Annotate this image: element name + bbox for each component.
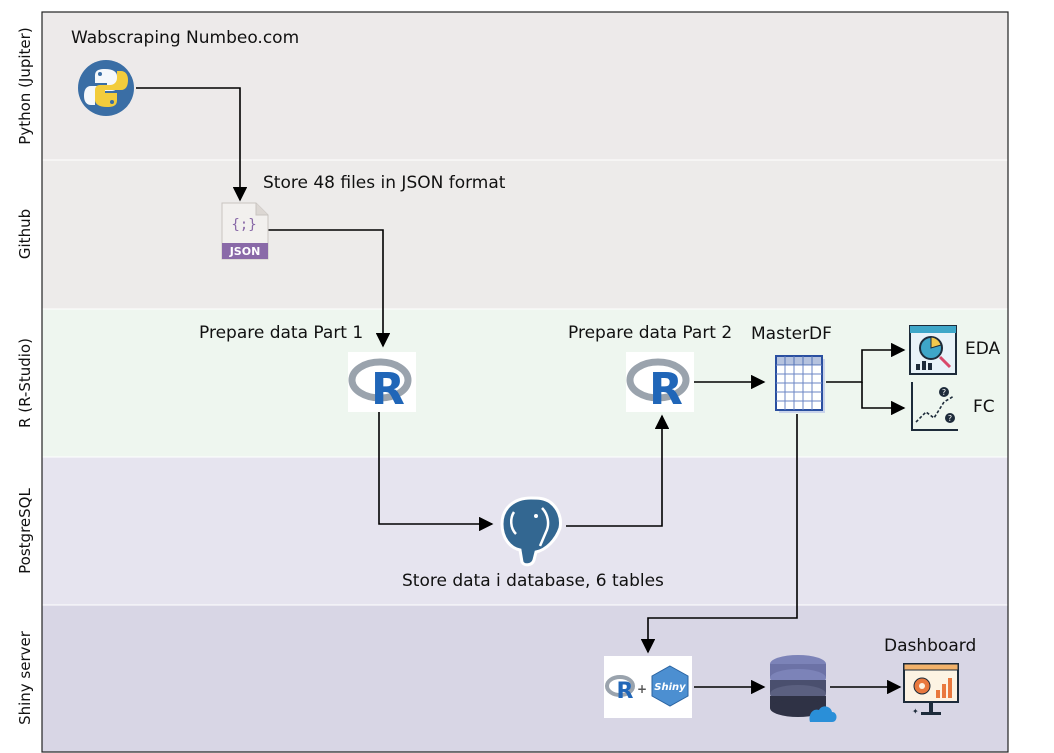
svg-text:R: R	[649, 364, 683, 415]
cloud-database-icon	[770, 655, 837, 722]
label-store-db: Store data i database, 6 tables	[402, 571, 664, 591]
json-braces: {;}	[231, 217, 256, 233]
json-file-icon: {;} JSON	[221, 202, 269, 260]
postgresql-elephant-icon	[500, 496, 562, 567]
r-shiny-icon: R + Shiny	[604, 656, 692, 718]
python-icon	[78, 60, 134, 116]
label-store-json: Store 48 files in JSON format	[263, 173, 506, 193]
json-badge: JSON	[229, 245, 261, 258]
lane-github	[42, 160, 1008, 309]
edge-masterdf-to-fc	[861, 382, 906, 416]
svg-text:R: R	[371, 364, 405, 415]
lane-label-github: Github	[16, 209, 34, 259]
lane-label-shiny: Shiny server	[16, 630, 34, 725]
lane-label-python: Python (Jupiter)	[16, 27, 34, 144]
svg-text:✦: ✦	[912, 707, 919, 716]
edge-masterdf-to-shiny	[640, 414, 798, 654]
label-eda: EDA	[965, 339, 1001, 359]
edge-masterdf-to-eda	[826, 342, 906, 383]
edge-json-to-r1	[268, 229, 391, 348]
eda-analytics-icon	[909, 325, 957, 375]
label-masterdf: MasterDF	[751, 324, 832, 344]
edge-python-to-json	[136, 87, 248, 202]
label-webscraping: Wabscraping Numbeo.com	[71, 28, 299, 48]
label-fc: FC	[973, 397, 995, 417]
dashboard-monitor-icon: ✦	[903, 663, 959, 716]
r-icon-part-2: R	[626, 352, 694, 415]
label-dashboard: Dashboard	[884, 636, 976, 656]
r-icon-part-1: R	[348, 352, 416, 415]
lane-labels: Python (Jupiter) Github R (R-Studio) Pos…	[16, 27, 34, 725]
lane-python	[42, 12, 1008, 160]
lane-shiny	[42, 605, 1008, 752]
lane-r	[42, 309, 1008, 457]
svg-text:?: ?	[948, 414, 952, 423]
connectors	[136, 87, 906, 695]
label-prepare-2: Prepare data Part 2	[568, 323, 732, 343]
edge-r1-to-postgres	[378, 412, 494, 532]
edge-postgres-to-r2	[566, 414, 670, 527]
label-prepare-1: Prepare data Part 1	[199, 323, 363, 343]
forecast-chart-icon: ? ?	[911, 382, 958, 431]
lane-label-postgresql: PostgreSQL	[16, 488, 34, 574]
svg-text:+: +	[637, 682, 647, 696]
diagram-border	[41, 11, 1009, 753]
svg-text:Shiny: Shiny	[654, 682, 686, 693]
lane-label-r: R (R-Studio)	[16, 338, 34, 428]
svg-text:R: R	[617, 679, 634, 704]
swimlanes	[41, 11, 1009, 753]
svg-text:?: ?	[942, 388, 946, 397]
masterdf-table-icon	[775, 355, 825, 413]
node-labels: Wabscraping Numbeo.com Store 48 files in…	[71, 28, 1001, 656]
